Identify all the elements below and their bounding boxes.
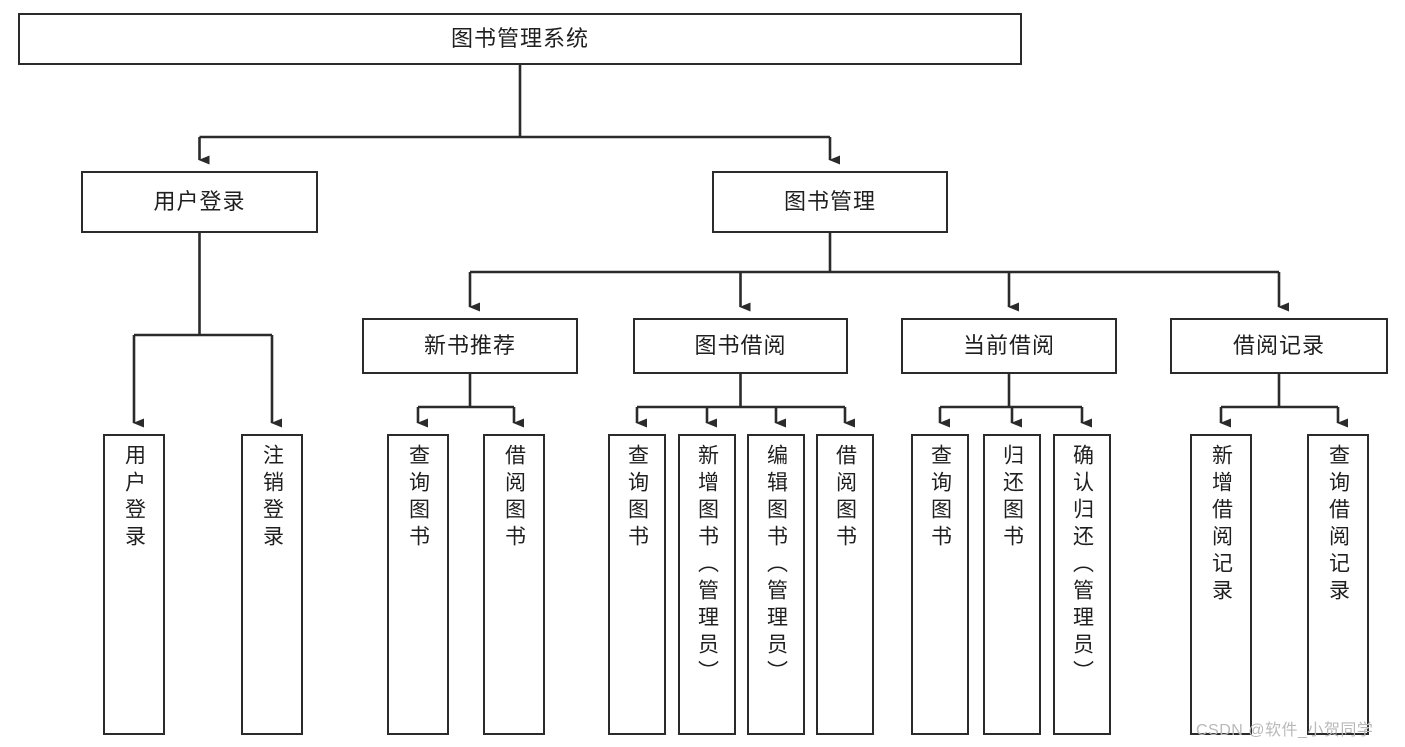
node-leaf-new-borrow: 借阅图书 (483, 434, 545, 735)
node-label: 图书管理系统 (450, 26, 589, 52)
node-login: 用户登录 (81, 171, 318, 233)
node-label: 借阅图书 (833, 444, 857, 552)
node-leaf-user-logout: 注销登录 (241, 434, 303, 735)
node-label: 新增图书（管理员） (695, 444, 719, 687)
node-leaf-bor-query: 查询图书 (608, 434, 666, 735)
node-label: 借阅图书 (502, 444, 526, 552)
node-leaf-rec-query: 查询借阅记录 (1307, 434, 1369, 735)
node-label: 查询借阅记录 (1326, 444, 1350, 606)
node-label: 用户登录 (122, 444, 146, 552)
node-records: 借阅记录 (1170, 318, 1388, 374)
node-label: 借阅记录 (1232, 333, 1325, 359)
node-label: 图书借阅 (694, 333, 787, 359)
node-label: 查询图书 (625, 444, 649, 552)
node-leaf-bor-add: 新增图书（管理员） (678, 434, 736, 735)
node-current: 当前借阅 (901, 318, 1117, 374)
node-label: 新增借阅记录 (1209, 444, 1233, 606)
node-label: 图书管理 (783, 189, 876, 215)
node-leaf-bor-borrow: 借阅图书 (816, 434, 874, 735)
node-newbook: 新书推荐 (362, 318, 578, 374)
node-leaf-rec-add: 新增借阅记录 (1190, 434, 1252, 735)
node-label: 当前借阅 (962, 333, 1055, 359)
node-leaf-cur-query: 查询图书 (911, 434, 969, 735)
node-leaf-bor-edit: 编辑图书（管理员） (747, 434, 805, 735)
csdn-watermark: CSDN @软件_小贺同学 (1196, 722, 1374, 739)
node-bookmgmt: 图书管理 (712, 171, 948, 233)
node-borrow: 图书借阅 (633, 318, 848, 374)
node-leaf-cur-return: 归还图书 (983, 434, 1041, 735)
node-leaf-new-query: 查询图书 (387, 434, 449, 735)
node-label: 归还图书 (1000, 444, 1024, 552)
node-root: 图书管理系统 (18, 13, 1022, 65)
node-label: 编辑图书（管理员） (764, 444, 788, 687)
node-label: 注销登录 (260, 444, 284, 552)
node-label: 用户登录 (153, 189, 246, 215)
node-label: 新书推荐 (423, 333, 516, 359)
node-label: 查询图书 (928, 444, 952, 552)
node-label: 查询图书 (406, 444, 430, 552)
node-label: 确认归还（管理员） (1070, 444, 1094, 687)
node-leaf-user-login: 用户登录 (103, 434, 165, 735)
node-leaf-cur-confirm: 确认归还（管理员） (1053, 434, 1111, 735)
